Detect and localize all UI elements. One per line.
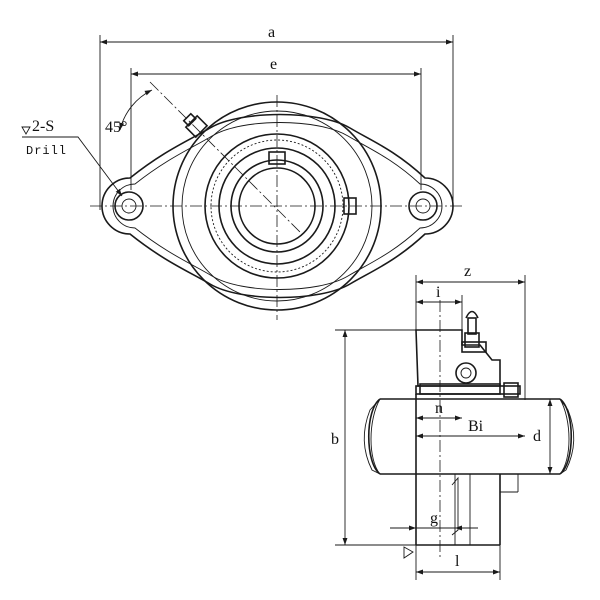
diagonal-centerline (149, 81, 301, 233)
set-screw-side (503, 382, 519, 398)
dimension-e: e (131, 56, 421, 77)
angle-label: 45° (105, 119, 127, 136)
dimension-g-label: g (430, 510, 438, 527)
hole-size-label: 2-S (32, 118, 54, 135)
dimension-z: z (416, 263, 525, 285)
hole-callout: 2-S Drill (21, 118, 123, 197)
surface-symbol-bottom (403, 546, 414, 559)
dimension-g: g (390, 510, 478, 531)
dimension-b: b (331, 330, 348, 545)
dimension-e-label: e (270, 56, 277, 73)
flange-inner-outline (112, 122, 443, 290)
bearing-seal-ring (210, 139, 344, 273)
dimension-bi: Bi (416, 418, 525, 439)
drill-note: Drill (26, 144, 67, 158)
dimension-d: d (533, 399, 553, 474)
dimension-i-label: i (436, 284, 441, 301)
dimension-b-label: b (331, 431, 339, 448)
side-view: z i n Bi d b g (331, 263, 575, 580)
dimension-z-label: z (464, 263, 471, 280)
dimension-a-label: a (268, 24, 275, 41)
angle-45: 45° (105, 89, 153, 136)
dimension-a: a (100, 24, 453, 45)
bearing-ball-center (460, 367, 472, 379)
surface-finish-symbol (21, 126, 31, 135)
dimension-i: i (416, 284, 462, 305)
dimension-n-label: n (435, 400, 443, 417)
dimension-l-label: l (455, 553, 460, 570)
housing-lower-body (415, 394, 519, 546)
dimension-n: n (416, 400, 462, 421)
dimension-l: l (416, 553, 500, 575)
flange-outline (101, 113, 454, 299)
shaft-side (363, 398, 575, 475)
bearing-ball (455, 362, 477, 384)
grease-nipple-top-view (182, 112, 209, 139)
dimension-d-label: d (533, 428, 541, 445)
dimension-bi-label: Bi (468, 418, 484, 435)
flange-base (415, 385, 521, 395)
front-view: a e (21, 24, 465, 320)
grease-nipple-side (461, 310, 487, 353)
